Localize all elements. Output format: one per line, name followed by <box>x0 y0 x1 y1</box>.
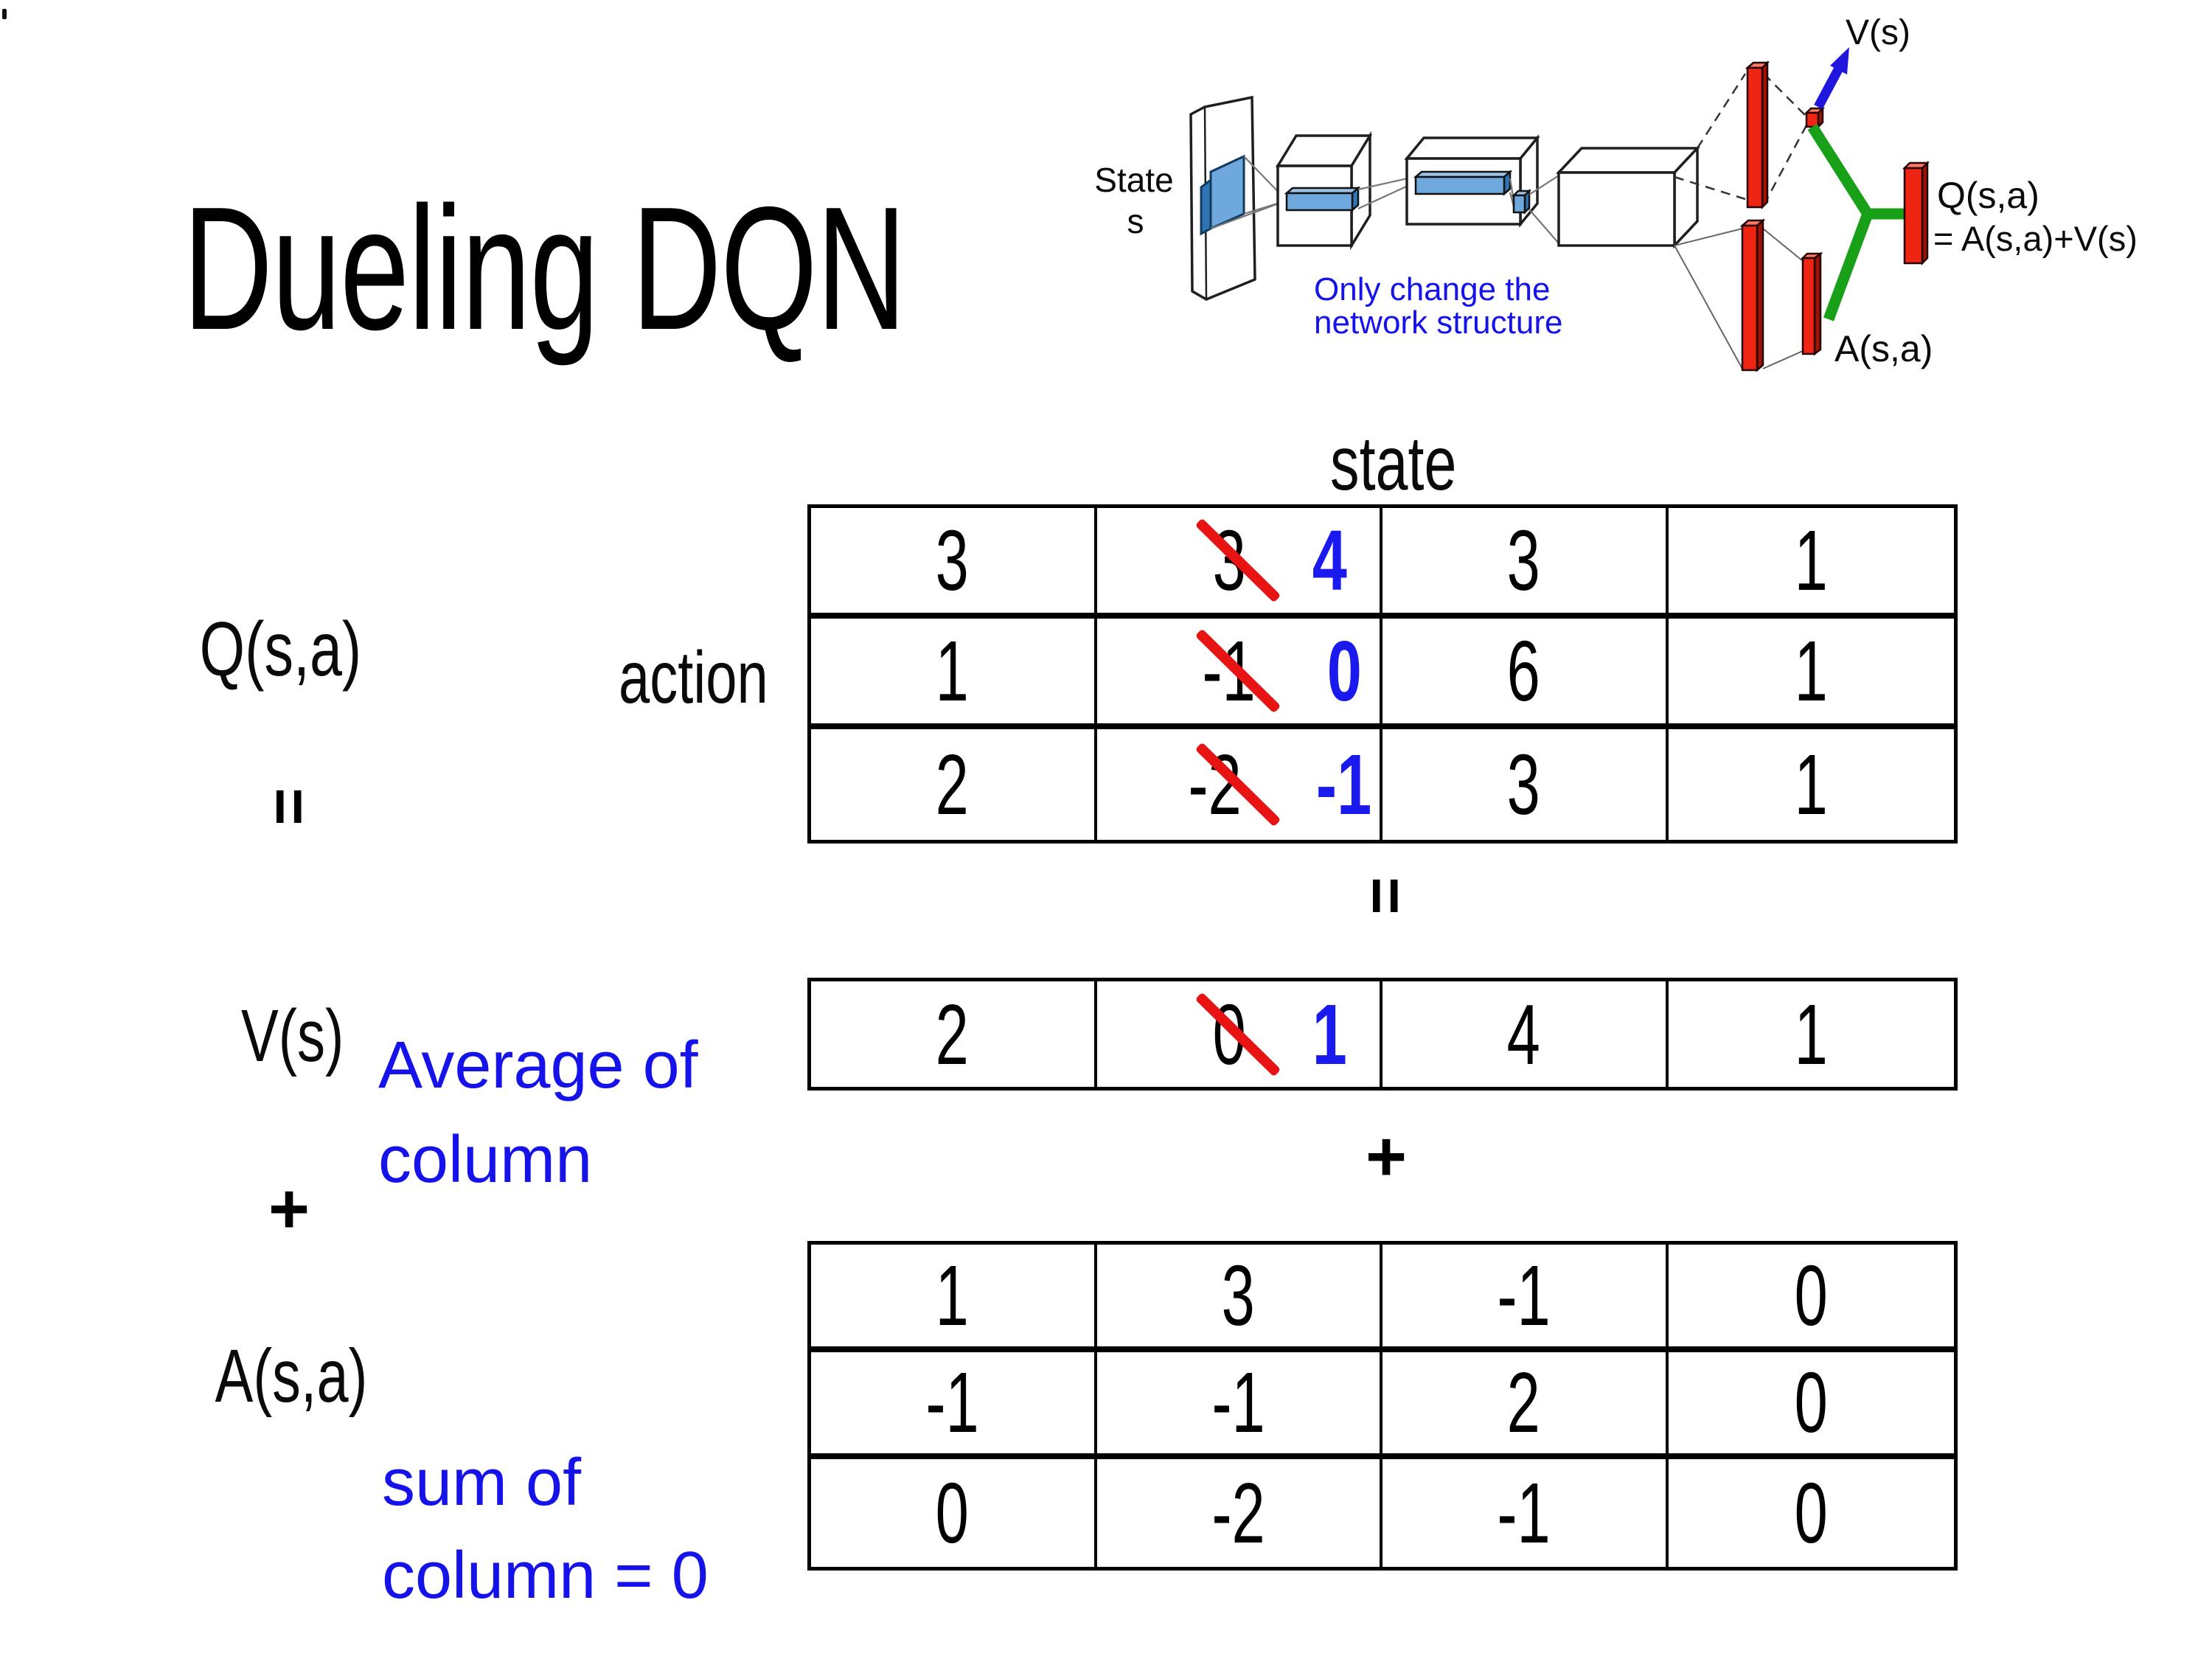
state-axis-label: state <box>1330 421 1457 507</box>
q-output-bar <box>1902 160 1930 266</box>
sum-note-line2: column = 0 <box>382 1539 709 1613</box>
plus-sign-center: + <box>1365 1117 1408 1196</box>
a-cell: 3 <box>1096 1245 1382 1352</box>
merge-green-y <box>1807 123 1906 321</box>
network-diagram: State s Only change the network structur… <box>1094 13 2138 372</box>
slide-title: Dueling DQN <box>183 171 906 366</box>
fc-box <box>1555 145 1701 249</box>
equals-sign-center: = <box>1349 877 1423 915</box>
v-cell: 4 <box>1382 981 1669 1087</box>
v-row-label: V(s) <box>241 995 344 1077</box>
diagram-note-line2: network structure <box>1314 305 1562 341</box>
a-cell: 0 <box>1668 1352 1954 1460</box>
fc-bar-bottom <box>1739 218 1766 372</box>
artifact-dot <box>2 9 7 19</box>
a-stream-lines <box>1674 228 1804 369</box>
v-stream-dashed-lines <box>1674 73 1808 206</box>
a-cell: -2 <box>1097 1459 1382 1567</box>
v-cell: 2 <box>811 981 1097 1087</box>
value-arrow <box>1814 47 1849 110</box>
plus-sign-left: + <box>268 1169 310 1248</box>
projection-lines-2 <box>1357 175 1415 209</box>
a-cell: 0 <box>811 1459 1097 1567</box>
v-node <box>1804 105 1826 130</box>
a-cell: -1 <box>1382 1459 1669 1567</box>
feature-cube <box>1511 188 1532 215</box>
q-cell: 3 <box>1382 508 1669 619</box>
q-cell: 1 <box>1668 619 1954 729</box>
diagram-q-label-line1: Q(s,a) <box>1937 175 2039 216</box>
a-cell: -1 <box>1096 1352 1382 1460</box>
a-cell: 1 <box>811 1245 1097 1352</box>
a-cell: -1 <box>811 1352 1097 1460</box>
diagram-state-label: State <box>1094 161 1173 199</box>
a-cell: -1 <box>1382 1245 1669 1352</box>
q-cell: 3 <box>811 508 1097 619</box>
fc-bar-top <box>1745 60 1770 210</box>
projection-lines-4 <box>1528 175 1559 244</box>
q-cell: 1 <box>1794 737 1828 832</box>
a-node-bar <box>1800 251 1823 356</box>
q-cell: 1 <box>811 619 1097 729</box>
sum-note-line1: sum of <box>382 1446 582 1520</box>
average-note-line2: column <box>378 1122 593 1197</box>
equals-sign-left: = <box>253 787 327 826</box>
diagram-note-line1: Only change the <box>1314 271 1550 307</box>
diagram-a-label: A(s,a) <box>1834 328 1933 369</box>
q-cell: 6 <box>1382 619 1669 729</box>
conv-feature-bar-2 <box>1413 170 1513 196</box>
a-cell: 0 <box>1668 1245 1954 1352</box>
q-cell-struck: -2-1 <box>1097 729 1382 840</box>
q-cell: 1 <box>1668 508 1954 619</box>
sum-note: sum of column = 0 <box>382 1436 709 1622</box>
a-table: 1 3 -1 0 -1 -1 2 0 0 -2 -1 0 <box>807 1241 1958 1571</box>
q-matrix-label: Q(s,a) <box>199 607 361 692</box>
a-cell: 0 <box>1794 1465 1828 1562</box>
conv-feature-bar-1 <box>1284 186 1361 212</box>
diagram-state-s: s <box>1127 202 1144 240</box>
average-note: Average of column <box>378 1019 698 1208</box>
average-note-line1: Average of <box>378 1029 698 1102</box>
v-cell: 1 <box>1794 986 1828 1082</box>
action-axis-label: action <box>618 636 768 719</box>
a-cell: 2 <box>1382 1352 1669 1460</box>
a-matrix-label: A(s,a) <box>215 1334 368 1418</box>
conv-filter-side <box>1200 177 1212 236</box>
diagram-q-label-line2: = A(s,a)+V(s) <box>1933 219 2138 258</box>
q-cell: 3 <box>1382 729 1669 840</box>
q-cell: 2 <box>811 729 1097 840</box>
diagram-v-label: V(s) <box>1846 13 1910 52</box>
